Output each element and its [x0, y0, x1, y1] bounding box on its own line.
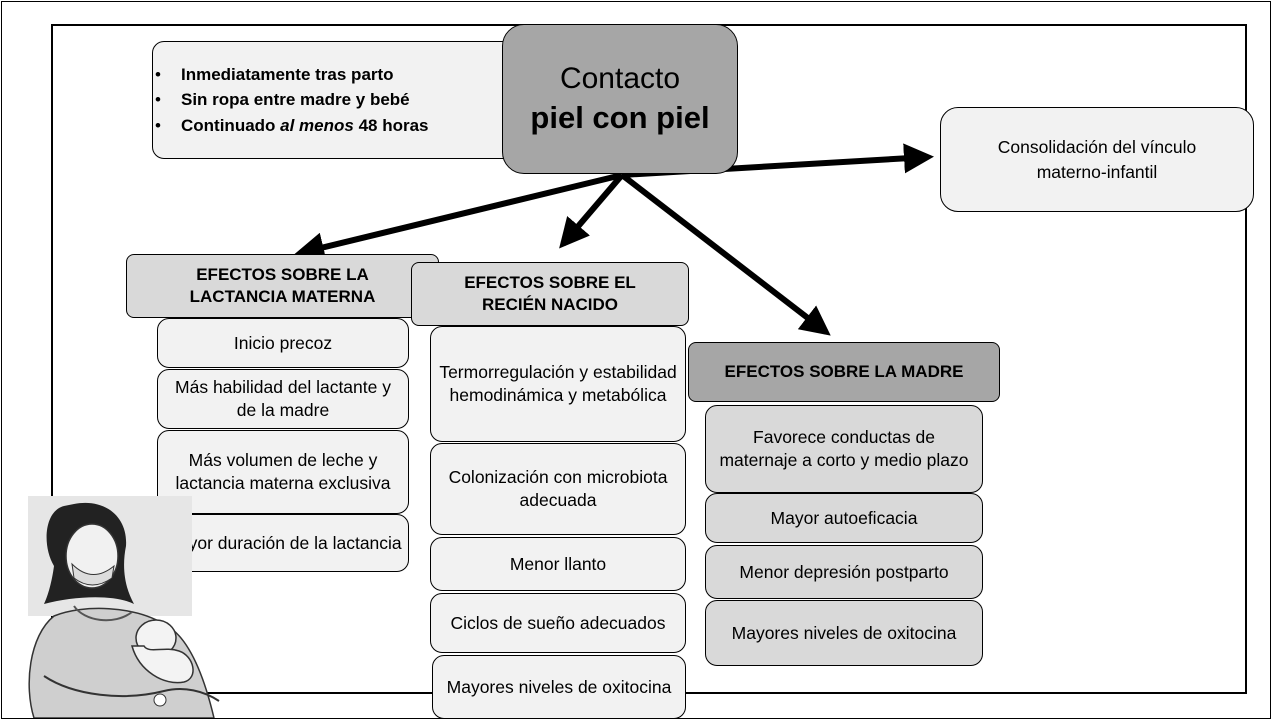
madre-item: Favorece conductas de maternaje a corto …	[705, 405, 983, 493]
recien-header: EFECTOS SOBRE EL RECIÉN NACIDO	[411, 262, 689, 326]
lactancia-header: EFECTOS SOBRE LA LACTANCIA MATERNA	[126, 254, 439, 318]
madre-item: Mayor autoeficacia	[705, 493, 983, 543]
arrow-to-recien	[559, 173, 625, 249]
center-subtitle: piel con piel	[530, 100, 710, 136]
recien-item: Mayores niveles de oxitocina	[432, 655, 686, 719]
recien-item: Ciclos de sueño adecuados	[430, 593, 686, 653]
center-box: Contacto piel con piel	[502, 24, 738, 174]
bond-text: Consolidación del vínculo materno-infant…	[997, 137, 1197, 182]
recien-item: Menor llanto	[430, 537, 686, 591]
intro-box: Inmediatamente tras parto Sin ropa entre…	[152, 41, 518, 159]
arrow-to-lactancia	[294, 172, 623, 262]
arrow-to-madre	[620, 172, 831, 336]
lactancia-item: Más habilidad del lactante y de la madre	[157, 369, 409, 429]
madre-header: EFECTOS SOBRE LA MADRE	[688, 342, 1000, 402]
lactancia-item: Inicio precoz	[157, 318, 409, 368]
intro-bullet: Continuado al menos 48 horas	[155, 113, 428, 139]
center-title: Contacto	[559, 62, 681, 96]
bond-box: Consolidación del vínculo materno-infant…	[940, 107, 1254, 212]
intro-bullet: Sin ropa entre madre y bebé	[155, 87, 429, 113]
lactancia-item: Mayor duración de la lactancia	[157, 514, 409, 572]
madre-item: Menor depresión postparto	[705, 545, 983, 599]
mother-baby-illustration	[28, 496, 220, 718]
intro-bullets: Inmediatamente tras parto Sin ropa entre…	[153, 62, 429, 139]
madre-item: Mayores niveles de oxitocina	[705, 600, 983, 666]
recien-item: Colonización con microbiota adecuada	[430, 443, 686, 535]
recien-item: Termorregulación y estabilidad hemodinám…	[430, 326, 686, 442]
lactancia-item: Más volumen de leche y lactancia materna…	[157, 430, 409, 514]
intro-bullet: Inmediatamente tras parto	[155, 62, 429, 88]
